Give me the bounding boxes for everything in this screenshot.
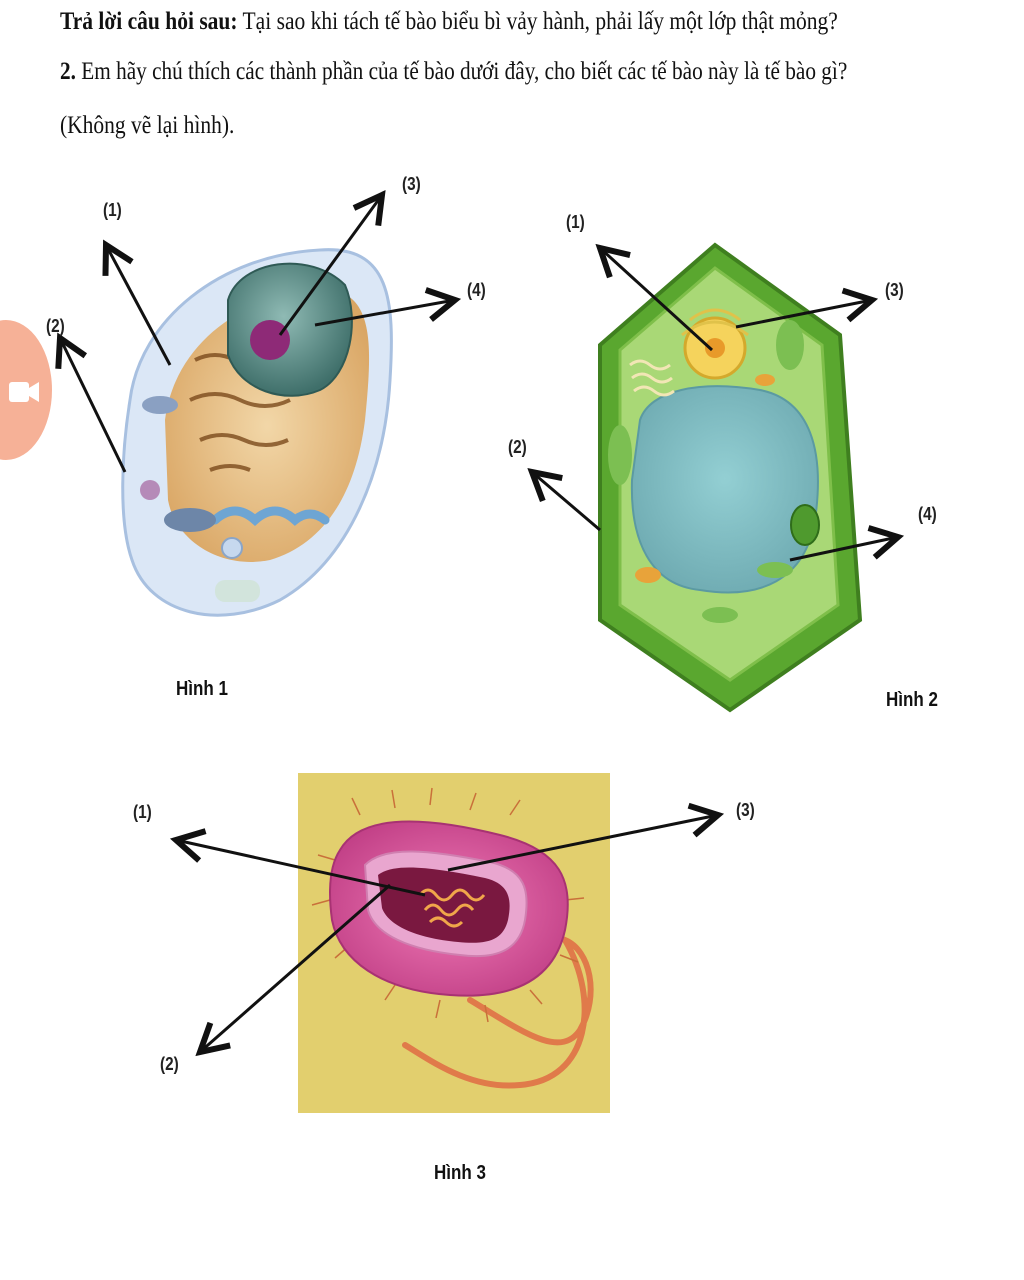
fig3-label-3: (3) <box>736 800 755 820</box>
vacuole-small <box>215 580 260 602</box>
nucleus <box>227 262 353 397</box>
fig2-arrow-2 <box>532 472 601 532</box>
question-number: 2. <box>60 58 76 85</box>
flagellum <box>402 933 594 1089</box>
fig3-arrow-3 <box>447 815 718 872</box>
figure3-arrows <box>176 815 718 1052</box>
figure1-arrows <box>60 195 455 473</box>
fig2-arrow-4 <box>789 537 898 562</box>
golgi-plant <box>629 359 675 397</box>
lysosome <box>140 480 160 500</box>
endoplasmic-reticulum-plant <box>681 308 749 337</box>
chloroplast-5 <box>757 562 793 578</box>
fig2-label-1: (1) <box>566 212 585 232</box>
mitochondrion-plant-2 <box>755 374 775 386</box>
fig2-label-3: (3) <box>885 280 904 300</box>
figure1-caption: Hình 1 <box>176 678 228 700</box>
record-button-icon <box>9 382 39 402</box>
vesicle <box>221 537 243 559</box>
animal-cell-illustration <box>121 248 393 617</box>
bacteria-illustration <box>298 773 610 1113</box>
plant-cell-illustration <box>598 242 863 713</box>
question-line-1: Trả lời câu hỏi sau: Tại sao khi tách tế… <box>60 8 838 36</box>
central-vacuole <box>630 385 819 594</box>
nucleolus-plant <box>705 338 725 358</box>
fig1-arrow-3 <box>278 195 382 336</box>
mitochondrion <box>164 508 216 532</box>
fig1-label-3: (3) <box>402 174 421 194</box>
cytoplasm-bacteria <box>378 867 510 943</box>
fig2-arrow-3 <box>735 300 872 329</box>
question-line-2: 2. Em hãy chú thích các thành phần của t… <box>60 58 847 86</box>
figure2-arrows <box>532 248 898 562</box>
fig1-arrow-4 <box>314 300 455 327</box>
question-text-3: (Không vẽ lại hình). <box>60 112 235 139</box>
nucleolus <box>250 320 290 360</box>
question-heading: Trả lời câu hỏi sau: <box>60 8 238 35</box>
fig3-arrow-1 <box>176 840 426 897</box>
fig1-arrow-2 <box>60 338 127 473</box>
fig1-arrow-1 <box>106 245 172 366</box>
question-text-2: Em hãy chú thích các thành phần của tế b… <box>75 58 848 85</box>
golgi-apparatus <box>210 506 330 527</box>
chloroplast-4 <box>702 607 738 623</box>
fig1-label-4: (4) <box>467 280 486 300</box>
chloroplast-3 <box>608 425 632 485</box>
question-line-3: (Không vẽ lại hình). <box>60 112 234 140</box>
fig1-label-1: (1) <box>103 200 122 220</box>
fig2-label-4: (4) <box>918 504 937 524</box>
nucleoid-dna <box>418 888 486 928</box>
figure2-caption: Hình 2 <box>886 689 938 711</box>
fig2-arrow-1 <box>600 248 714 352</box>
chloroplast <box>790 504 820 546</box>
mitochondrion-plant <box>635 567 661 583</box>
fig2-label-2: (2) <box>508 437 527 457</box>
chloroplast-2 <box>776 320 804 370</box>
fig3-label-2: (2) <box>160 1054 179 1074</box>
fig3-label-1: (1) <box>133 802 152 822</box>
figure3-caption: Hình 3 <box>434 1162 486 1184</box>
question-text-1: Tại sao khi tách tế bào biểu bì vảy hành… <box>237 8 838 35</box>
fig3-arrow-2 <box>200 883 391 1052</box>
mitochondrion-small <box>142 396 178 414</box>
fig1-label-2: (2) <box>46 316 65 336</box>
